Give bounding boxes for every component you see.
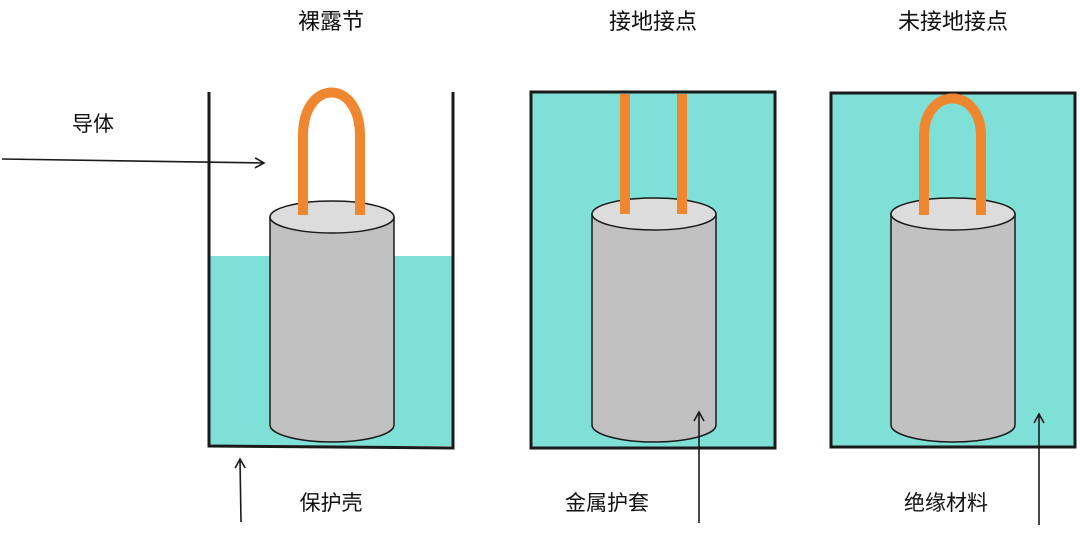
protective-shell xyxy=(207,92,455,450)
conductor-loop xyxy=(919,93,986,215)
arrow-to-conductor xyxy=(1,157,266,169)
panel-title-ungrounded: 未接地接点 xyxy=(898,10,1008,35)
panel-grounded-junction: 接地接点 金属护套 xyxy=(529,10,777,523)
panel-exposed-junction: 裸露节 导体 保护壳 xyxy=(1,10,455,523)
label-protective-shell: 保护壳 xyxy=(300,491,363,515)
label-conductor: 导体 xyxy=(72,112,114,136)
panel-title-grounded: 接地接点 xyxy=(609,10,697,35)
thermocouple-cylinder xyxy=(890,197,1016,443)
thermocouple-cylinder xyxy=(591,197,717,443)
conductor-loop xyxy=(298,87,365,215)
label-insulation: 绝缘材料 xyxy=(904,491,988,515)
label-metal-sheath: 金属护套 xyxy=(565,491,649,515)
panel-ungrounded-junction: 未接地接点 绝缘材料 xyxy=(829,10,1077,525)
panel-title-exposed: 裸露节 xyxy=(298,10,364,35)
thermocouple-cylinder xyxy=(269,200,395,443)
arrow-to-shell xyxy=(234,457,246,523)
conductor-wires xyxy=(620,94,687,214)
